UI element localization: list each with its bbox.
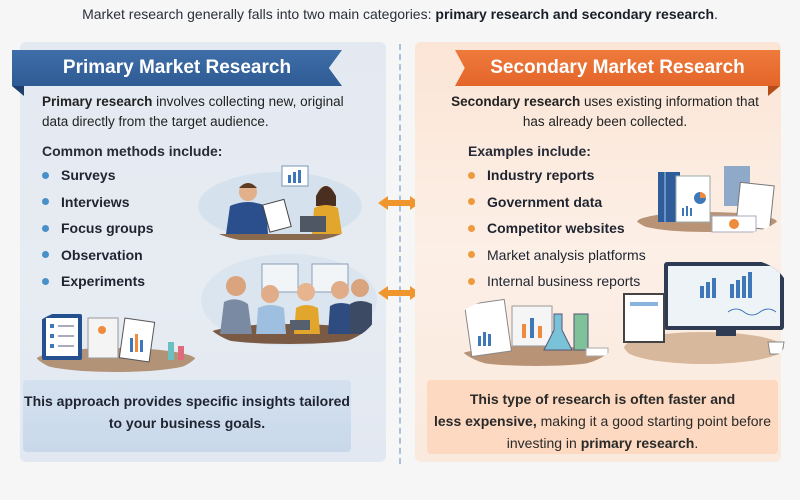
focus-group-illustration [201,254,377,346]
secondary-description: Secondary research uses existing informa… [440,92,770,132]
callout-mid: making it a good starting point before i… [506,413,771,451]
list-item: Internal business reports [468,268,646,295]
callout-bold-2: less expensive, [433,413,537,429]
method-label: Experiments [61,273,146,290]
double-arrow-icon [378,196,420,210]
example-label: Competitor websites [487,220,625,237]
bullet-icon [42,277,49,285]
panel-divider [399,44,401,464]
example-label: Government data [487,193,603,210]
example-label: Internal business reports [487,273,641,290]
intro-text: Market research generally falls into two… [0,6,800,22]
bullet-icon [468,251,475,259]
primary-title-banner: Primary Market Research [12,50,342,86]
intro-end: . [714,6,718,22]
lab-reports-illustration [460,298,612,366]
list-item: Focus groups [42,215,154,242]
secondary-examples-list: Industry reports Government data Competi… [468,162,646,295]
method-label: Focus groups [61,220,154,237]
primary-desc-bold: Primary research [42,94,153,109]
bullet-icon [42,251,49,259]
secondary-title-banner: Secondary Market Research [455,50,780,86]
method-label: Interviews [61,193,130,210]
callout-bold-3: primary research [580,435,695,451]
primary-desc-rest: involves collecting new, original data d… [42,94,344,129]
callout-end: . [694,435,699,451]
bullet-icon [42,224,49,232]
list-item: Government data [468,189,646,216]
method-label: Observation [61,246,143,263]
double-arrow-icon [378,286,420,300]
method-label: Surveys [61,167,116,184]
list-item: Interviews [42,189,154,216]
ribbon-fold [768,86,780,96]
list-item: Observation [42,242,154,269]
example-label: Industry reports [487,167,595,184]
secondary-desc-rest: uses existing information that has alrea… [522,94,759,129]
list-item: Experiments [42,268,154,295]
bullet-icon [468,171,475,179]
list-item: Surveys [42,162,154,189]
bullet-icon [42,198,49,206]
secondary-desc-bold: Secondary research [451,94,581,109]
ribbon-fold [12,86,24,96]
intro-lead: Market research generally falls into two… [82,6,436,22]
primary-description: Primary research involves collecting new… [42,92,362,132]
bullet-icon [42,171,49,179]
survey-clipboard-illustration [36,314,196,372]
bullet-icon [468,198,475,206]
list-item: Market analysis platforms [468,242,646,269]
list-item: Competitor websites [468,215,646,242]
primary-methods-list: Surveys Interviews Focus groups Observat… [42,162,154,295]
primary-subhead: Common methods include: [42,143,223,159]
primary-callout: This approach provides specific insights… [23,380,351,452]
intro-bold: primary research and secondary research [435,6,714,22]
industry-reports-illustration [637,166,777,233]
callout-bold-1: This type of research is often faster an… [469,391,736,407]
analysis-platform-illustration [623,262,785,364]
secondary-callout: This type of research is often faster an… [427,380,778,454]
list-item: Industry reports [468,162,646,189]
bullet-icon [468,277,475,285]
interview-illustration [198,165,362,240]
secondary-subhead: Examples include: [468,143,591,159]
example-label: Market analysis platforms [487,246,646,263]
bullet-icon [468,224,475,232]
